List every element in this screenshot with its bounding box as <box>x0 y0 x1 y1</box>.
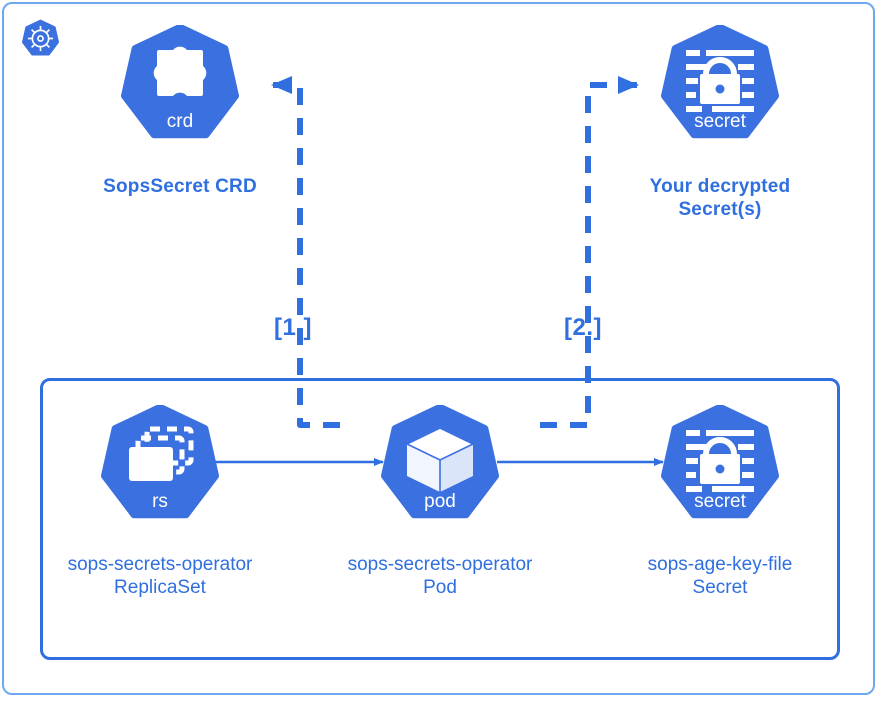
caption-sops-age-key-file-secret: sops-age-key-file Secret <box>647 554 793 599</box>
caption-sops-secrets-operator-replicaset: sops-secrets-operator ReplicaSet <box>67 554 253 599</box>
node-pod[interactable]: pod <box>385 407 496 514</box>
step-label-1: [1.] <box>274 314 312 341</box>
node-age-key-secret-hex-label: secret <box>694 491 746 512</box>
caption-your-decrypted-secrets: Your decrypted Secret(s) <box>649 176 791 221</box>
node-age-key-secret[interactable]: secret <box>665 407 776 514</box>
step-label-2: [2.] <box>564 314 602 341</box>
node-replicaset[interactable]: rs <box>105 407 216 514</box>
node-decrypted-secret-hex-label: secret <box>694 111 746 132</box>
caption-sopssecret-crd: SopsSecret CRD <box>103 176 257 197</box>
edge-pod-to-decrypted-secret <box>540 76 639 428</box>
replicaset-stack-icon <box>129 426 194 481</box>
node-replicaset-hex-label: rs <box>152 491 168 512</box>
kubernetes-helm-wheel-icon <box>22 19 60 56</box>
cluster-group-box <box>40 378 840 660</box>
node-crd[interactable]: crd <box>125 27 236 134</box>
node-decrypted-secret[interactable]: secret <box>665 27 776 134</box>
pod-cube-icon <box>405 427 475 492</box>
node-pod-hex-label: pod <box>424 491 456 512</box>
node-crd-hex-label: crd <box>167 111 193 132</box>
lock-secret-icon <box>686 430 754 492</box>
puzzle-piece-icon <box>153 46 207 96</box>
caption-sops-secrets-operator-pod: sops-secrets-operator Pod <box>347 554 533 599</box>
outer-frame-border <box>2 2 875 695</box>
edge-pod-to-crd <box>271 76 340 428</box>
lock-secret-icon <box>686 50 754 112</box>
